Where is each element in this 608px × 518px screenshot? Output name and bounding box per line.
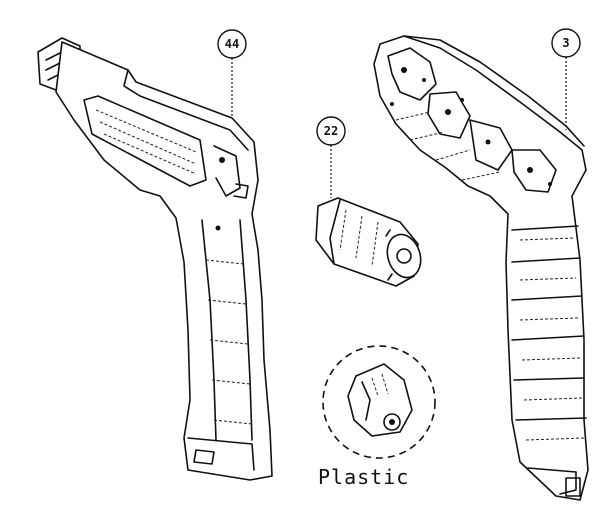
- callout-22: 22: [316, 116, 346, 146]
- callout-22-circle: [316, 116, 346, 146]
- callout-3-circle: [551, 28, 581, 58]
- plastic-detail: Plastic: [318, 345, 436, 489]
- callout-44-label: 44: [225, 37, 239, 51]
- callout-3-label: 3: [562, 36, 569, 50]
- plastic-gear-part: [347, 363, 413, 437]
- detail-circle: [322, 345, 436, 459]
- callout-44: 44: [217, 29, 247, 59]
- left-housing-part: [37, 37, 273, 481]
- plastic-label: Plastic: [318, 465, 409, 489]
- callout-22-label: 22: [324, 124, 338, 138]
- right-housing-part: [373, 35, 589, 501]
- callout-44-circle: [217, 29, 247, 59]
- callout-3: 3: [551, 28, 581, 58]
- motor-part: [315, 197, 422, 287]
